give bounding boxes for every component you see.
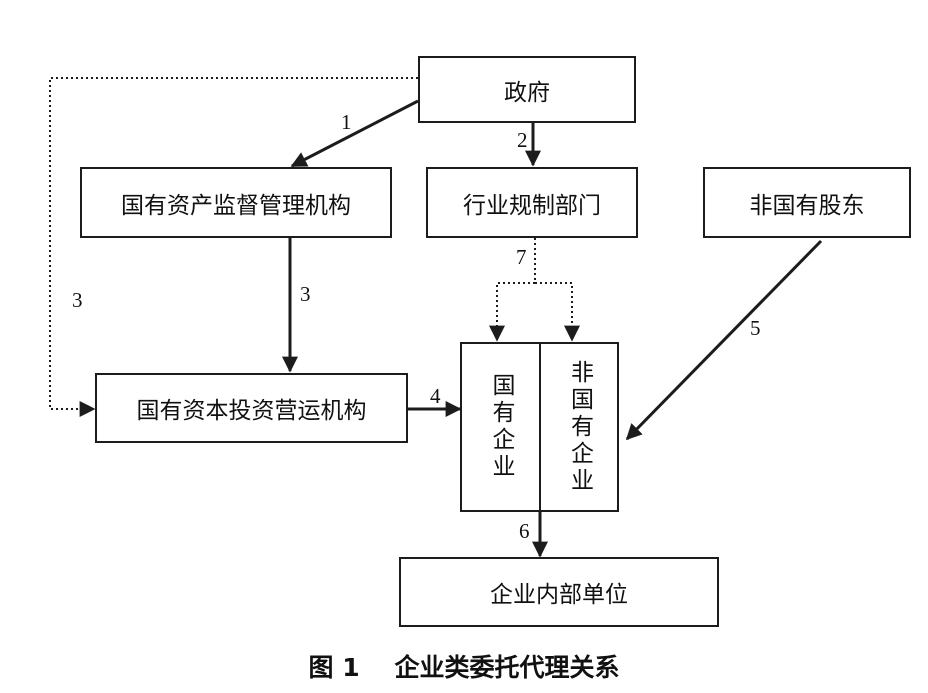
- edge-1-label: 1: [341, 110, 352, 134]
- edge-5-line: [625, 239, 823, 441]
- edge-1-line: [290, 99, 419, 168]
- node-internal-units: 企业内部单位: [399, 557, 719, 627]
- figure-title: 企业类委托代理关系: [394, 653, 620, 682]
- edge-6-label: 6: [519, 519, 530, 543]
- node-non-soe: 非国有企业: [539, 342, 619, 512]
- node-state-capital-operator: 国有资本投资营运机构: [95, 373, 408, 443]
- node-soe: 国有企业: [460, 342, 541, 512]
- edge-4-label: 4: [430, 384, 441, 408]
- edge-7-label: 7: [516, 245, 527, 269]
- edge-7-dotted-right: [535, 282, 580, 342]
- node-industry-regulator: 行业规制部门: [426, 167, 638, 238]
- node-soe-label: 国有企业: [488, 373, 514, 481]
- node-non-soe-label: 非国有企业: [566, 359, 593, 495]
- node-non-state-shareholders: 非国有股东: [703, 167, 911, 238]
- edge-2-label: 2: [517, 128, 528, 152]
- edge-7-dotted-left: [489, 282, 535, 342]
- edge-3-dotted-label: 3: [72, 288, 83, 312]
- node-government: 政府: [418, 56, 636, 123]
- edge-3-dotted-line: [49, 77, 418, 417]
- figure-number: 图 1: [308, 653, 360, 682]
- edge-5-label: 5: [750, 316, 761, 340]
- figure-caption: 图 1 企业类委托代理关系: [0, 648, 928, 684]
- edge-3-solid-label: 3: [300, 282, 311, 306]
- node-sasac: 国有资产监督管理机构: [80, 167, 392, 238]
